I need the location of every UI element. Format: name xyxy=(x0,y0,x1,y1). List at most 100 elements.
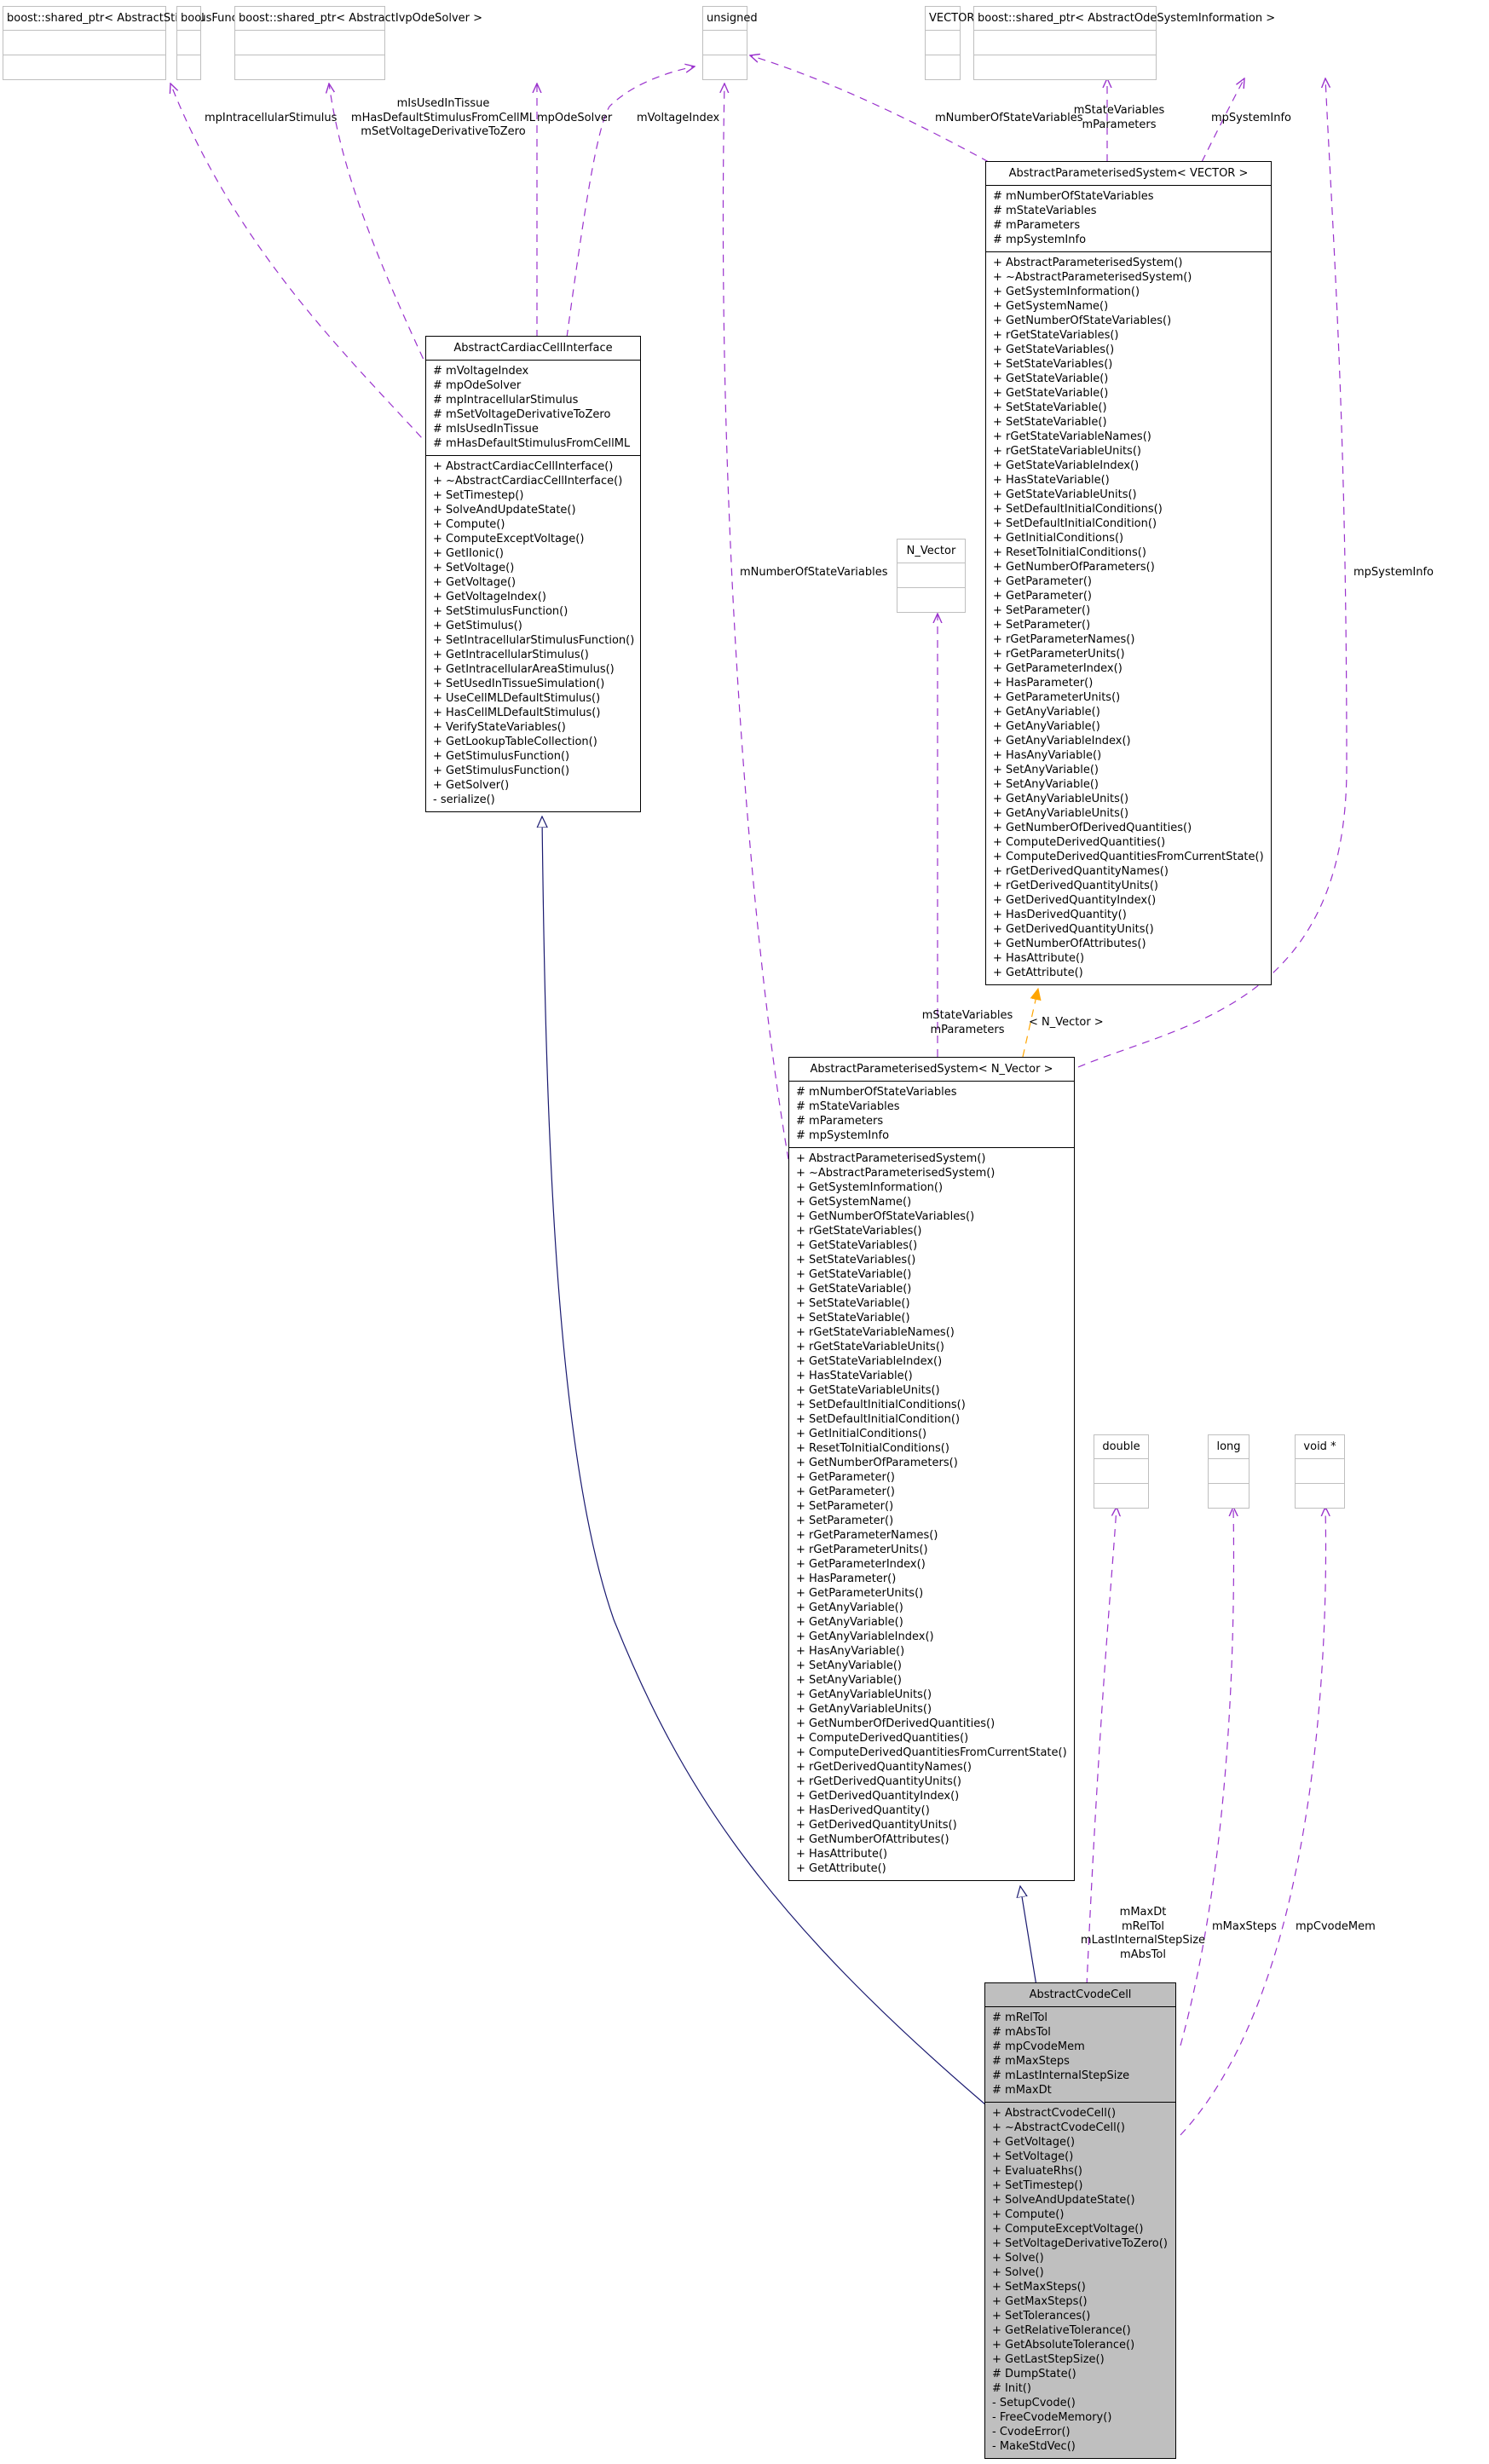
class-attributes: # mNumberOfStateVariables # mStateVariabl… xyxy=(986,186,1271,252)
class-method: + rGetStateVariables() xyxy=(796,1225,922,1238)
class-method: + SetDefaultInitialConditions() xyxy=(993,503,1163,516)
class-method: + GetAnyVariableIndex() xyxy=(796,1630,934,1643)
class-attribute: # mMaxDt xyxy=(992,2084,1052,2097)
class-method: + ~AbstractCardiacCellInterface() xyxy=(433,475,623,488)
edge-label-line: mParameters xyxy=(930,1023,1005,1036)
class-method: + GetNumberOfParameters() xyxy=(796,1457,958,1469)
edge-mnumberofstatevariables xyxy=(750,55,990,163)
class-attribute: # mSetVoltageDerivativeToZero xyxy=(433,408,611,421)
class-method: + ComputeDerivedQuantitiesFromCurrentSta… xyxy=(993,851,1264,863)
class-method: + SetStateVariable() xyxy=(993,401,1107,414)
class-method: - serialize() xyxy=(433,793,495,806)
class-method: + GetStimulus() xyxy=(433,620,522,632)
class-node-abstract-cardiac-cell-interface[interactable]: AbstractCardiacCellInterface # mVoltageI… xyxy=(425,336,641,812)
class-method: + GetIIonic() xyxy=(433,547,504,560)
class-method: + rGetParameterUnits() xyxy=(993,648,1125,661)
class-method: + HasDerivedQuantity() xyxy=(796,1804,930,1817)
class-method: + GetSolver() xyxy=(433,779,510,792)
class-attribute: # mVoltageIndex xyxy=(433,365,529,378)
class-node-abstract-cvode-cell[interactable]: AbstractCvodeCell # mRelTol# mAbsTol# mp… xyxy=(984,1982,1176,2459)
edge-label-line: mHasDefaultStimulusFromCellML xyxy=(350,111,536,124)
class-title: AbstractParameterisedSystem< VECTOR > xyxy=(986,162,1271,186)
class-method: + ComputeExceptVoltage() xyxy=(992,2223,1144,2236)
class-method: + SetParameter() xyxy=(993,604,1091,617)
edge-label-line: mRelTol xyxy=(1121,1919,1165,1933)
class-methods xyxy=(1296,1484,1344,1508)
class-method: + SetDefaultInitialConditions() xyxy=(796,1399,966,1411)
class-methods xyxy=(1209,1484,1249,1508)
class-method: + rGetStateVariables() xyxy=(993,329,1119,342)
class-method: + GetStateVariable() xyxy=(993,387,1109,400)
class-attribute: # mStateVariables xyxy=(993,205,1097,217)
class-node-abstract-parameterised-system-n-vector[interactable]: AbstractParameterisedSystem< N_Vector > … xyxy=(788,1057,1075,1881)
class-method: + rGetDerivedQuantityNames() xyxy=(993,865,1169,878)
class-node-bool[interactable]: bool xyxy=(176,6,205,80)
class-method: + HasAttribute() xyxy=(796,1848,888,1861)
edge-double-members xyxy=(1086,1507,1117,1987)
class-node-stimulus-ptr[interactable]: boost::shared_ptr< AbstractStimulusFunct… xyxy=(3,6,272,80)
class-method: + GetNumberOfDerivedQuantities() xyxy=(796,1717,996,1730)
class-attributes xyxy=(703,31,747,55)
class-methods: + AbstractParameterisedSystem()+ ~Abstra… xyxy=(986,252,1271,984)
class-method: + GetAnyVariableUnits() xyxy=(993,807,1129,820)
edge-inherit-cardiac xyxy=(542,817,987,2106)
class-title: unsigned xyxy=(703,7,758,31)
edge-label-line: mParameters xyxy=(1082,118,1157,131)
class-method: + SetTimestep() xyxy=(433,489,524,502)
edge-label-line: mLastInternalStepSize xyxy=(1080,1934,1206,1947)
class-method: + SetVoltageDerivativeToZero() xyxy=(992,2237,1168,2250)
class-method: + GetStateVariables() xyxy=(796,1239,918,1252)
class-method: + GetInitialConditions() xyxy=(796,1428,927,1440)
class-method: + rGetStateVariableNames() xyxy=(993,430,1151,443)
class-attributes xyxy=(1094,1459,1148,1484)
class-node-long[interactable]: long xyxy=(1208,1434,1249,1509)
class-method: + SolveAndUpdateState() xyxy=(992,2194,1135,2207)
class-method: + GetNumberOfParameters() xyxy=(993,561,1155,574)
class-method: - FreeCvodeMemory() xyxy=(992,2411,1112,2424)
class-method: + GetNumberOfStateVariables() xyxy=(993,314,1172,327)
class-node-sysinfo-ptr[interactable]: boost::shared_ptr< AbstractOdeSystemInfo… xyxy=(973,6,1275,80)
edge-label-mpintracellularstimulus: mpIntracellularStimulus xyxy=(205,112,338,124)
class-node-void-ptr[interactable]: void * xyxy=(1295,1434,1345,1509)
class-method: + GetParameter() xyxy=(993,575,1092,588)
class-method: + GetVoltage() xyxy=(992,2136,1076,2149)
class-attribute: # mNumberOfStateVariables xyxy=(993,190,1154,203)
class-method: + SetStateVariable() xyxy=(796,1312,910,1324)
class-method: + SetVoltage() xyxy=(992,2150,1074,2163)
edge-mpcvodemem xyxy=(1180,1507,1326,2136)
class-method: + GetParameter() xyxy=(796,1486,895,1498)
class-method: + GetStateVariable() xyxy=(796,1268,912,1281)
edge-label-line: mAbsTol xyxy=(1120,1948,1166,1961)
class-method: + GetLastStepSize() xyxy=(992,2353,1105,2366)
class-method: + AbstractParameterisedSystem() xyxy=(796,1152,986,1165)
class-method: + ComputeExceptVoltage() xyxy=(433,533,585,545)
class-node-solver-ptr[interactable]: boost::shared_ptr< AbstractIvpOdeSolver … xyxy=(234,6,482,80)
edge-mpsysteminfo-right xyxy=(1077,78,1348,1068)
edge-unsigned-nvector xyxy=(723,84,789,1160)
class-title: boost::shared_ptr< AbstractStimulusFunct… xyxy=(3,7,272,31)
class-node-unsigned[interactable]: unsigned xyxy=(702,6,758,80)
class-node-double[interactable]: double xyxy=(1094,1434,1149,1509)
edge-label-mvoltageindex: mVoltageIndex xyxy=(637,112,720,124)
class-node-vector[interactable]: VECTOR xyxy=(925,6,974,80)
edge-label-line: mIsUsedInTissue xyxy=(396,97,490,110)
class-method: + AbstractCvodeCell() xyxy=(992,2107,1117,2120)
class-method: - SetupCvode() xyxy=(992,2397,1076,2409)
class-method: + GetStateVariableIndex() xyxy=(796,1355,943,1368)
class-method: + GetStateVariable() xyxy=(993,372,1109,385)
class-method: + rGetStateVariableUnits() xyxy=(796,1341,944,1353)
class-method: + SetDefaultInitialCondition() xyxy=(796,1413,961,1426)
class-method: + GetDerivedQuantityUnits() xyxy=(796,1819,957,1832)
class-method: + SetStimulusFunction() xyxy=(433,605,568,618)
class-method: + GetAnyVariable() xyxy=(993,706,1100,718)
edge-bool-members xyxy=(329,84,436,384)
class-node-n-vector[interactable]: N_Vector xyxy=(897,539,966,613)
class-node-abstract-parameterised-system-vector[interactable]: AbstractParameterisedSystem< VECTOR > # … xyxy=(985,161,1272,985)
class-method: + GetParameterIndex() xyxy=(993,662,1123,675)
class-method: + GetNumberOfAttributes() xyxy=(796,1833,949,1846)
class-method: + rGetDerivedQuantityUnits() xyxy=(796,1775,962,1788)
class-method: + GetNumberOfDerivedQuantities() xyxy=(993,822,1192,834)
